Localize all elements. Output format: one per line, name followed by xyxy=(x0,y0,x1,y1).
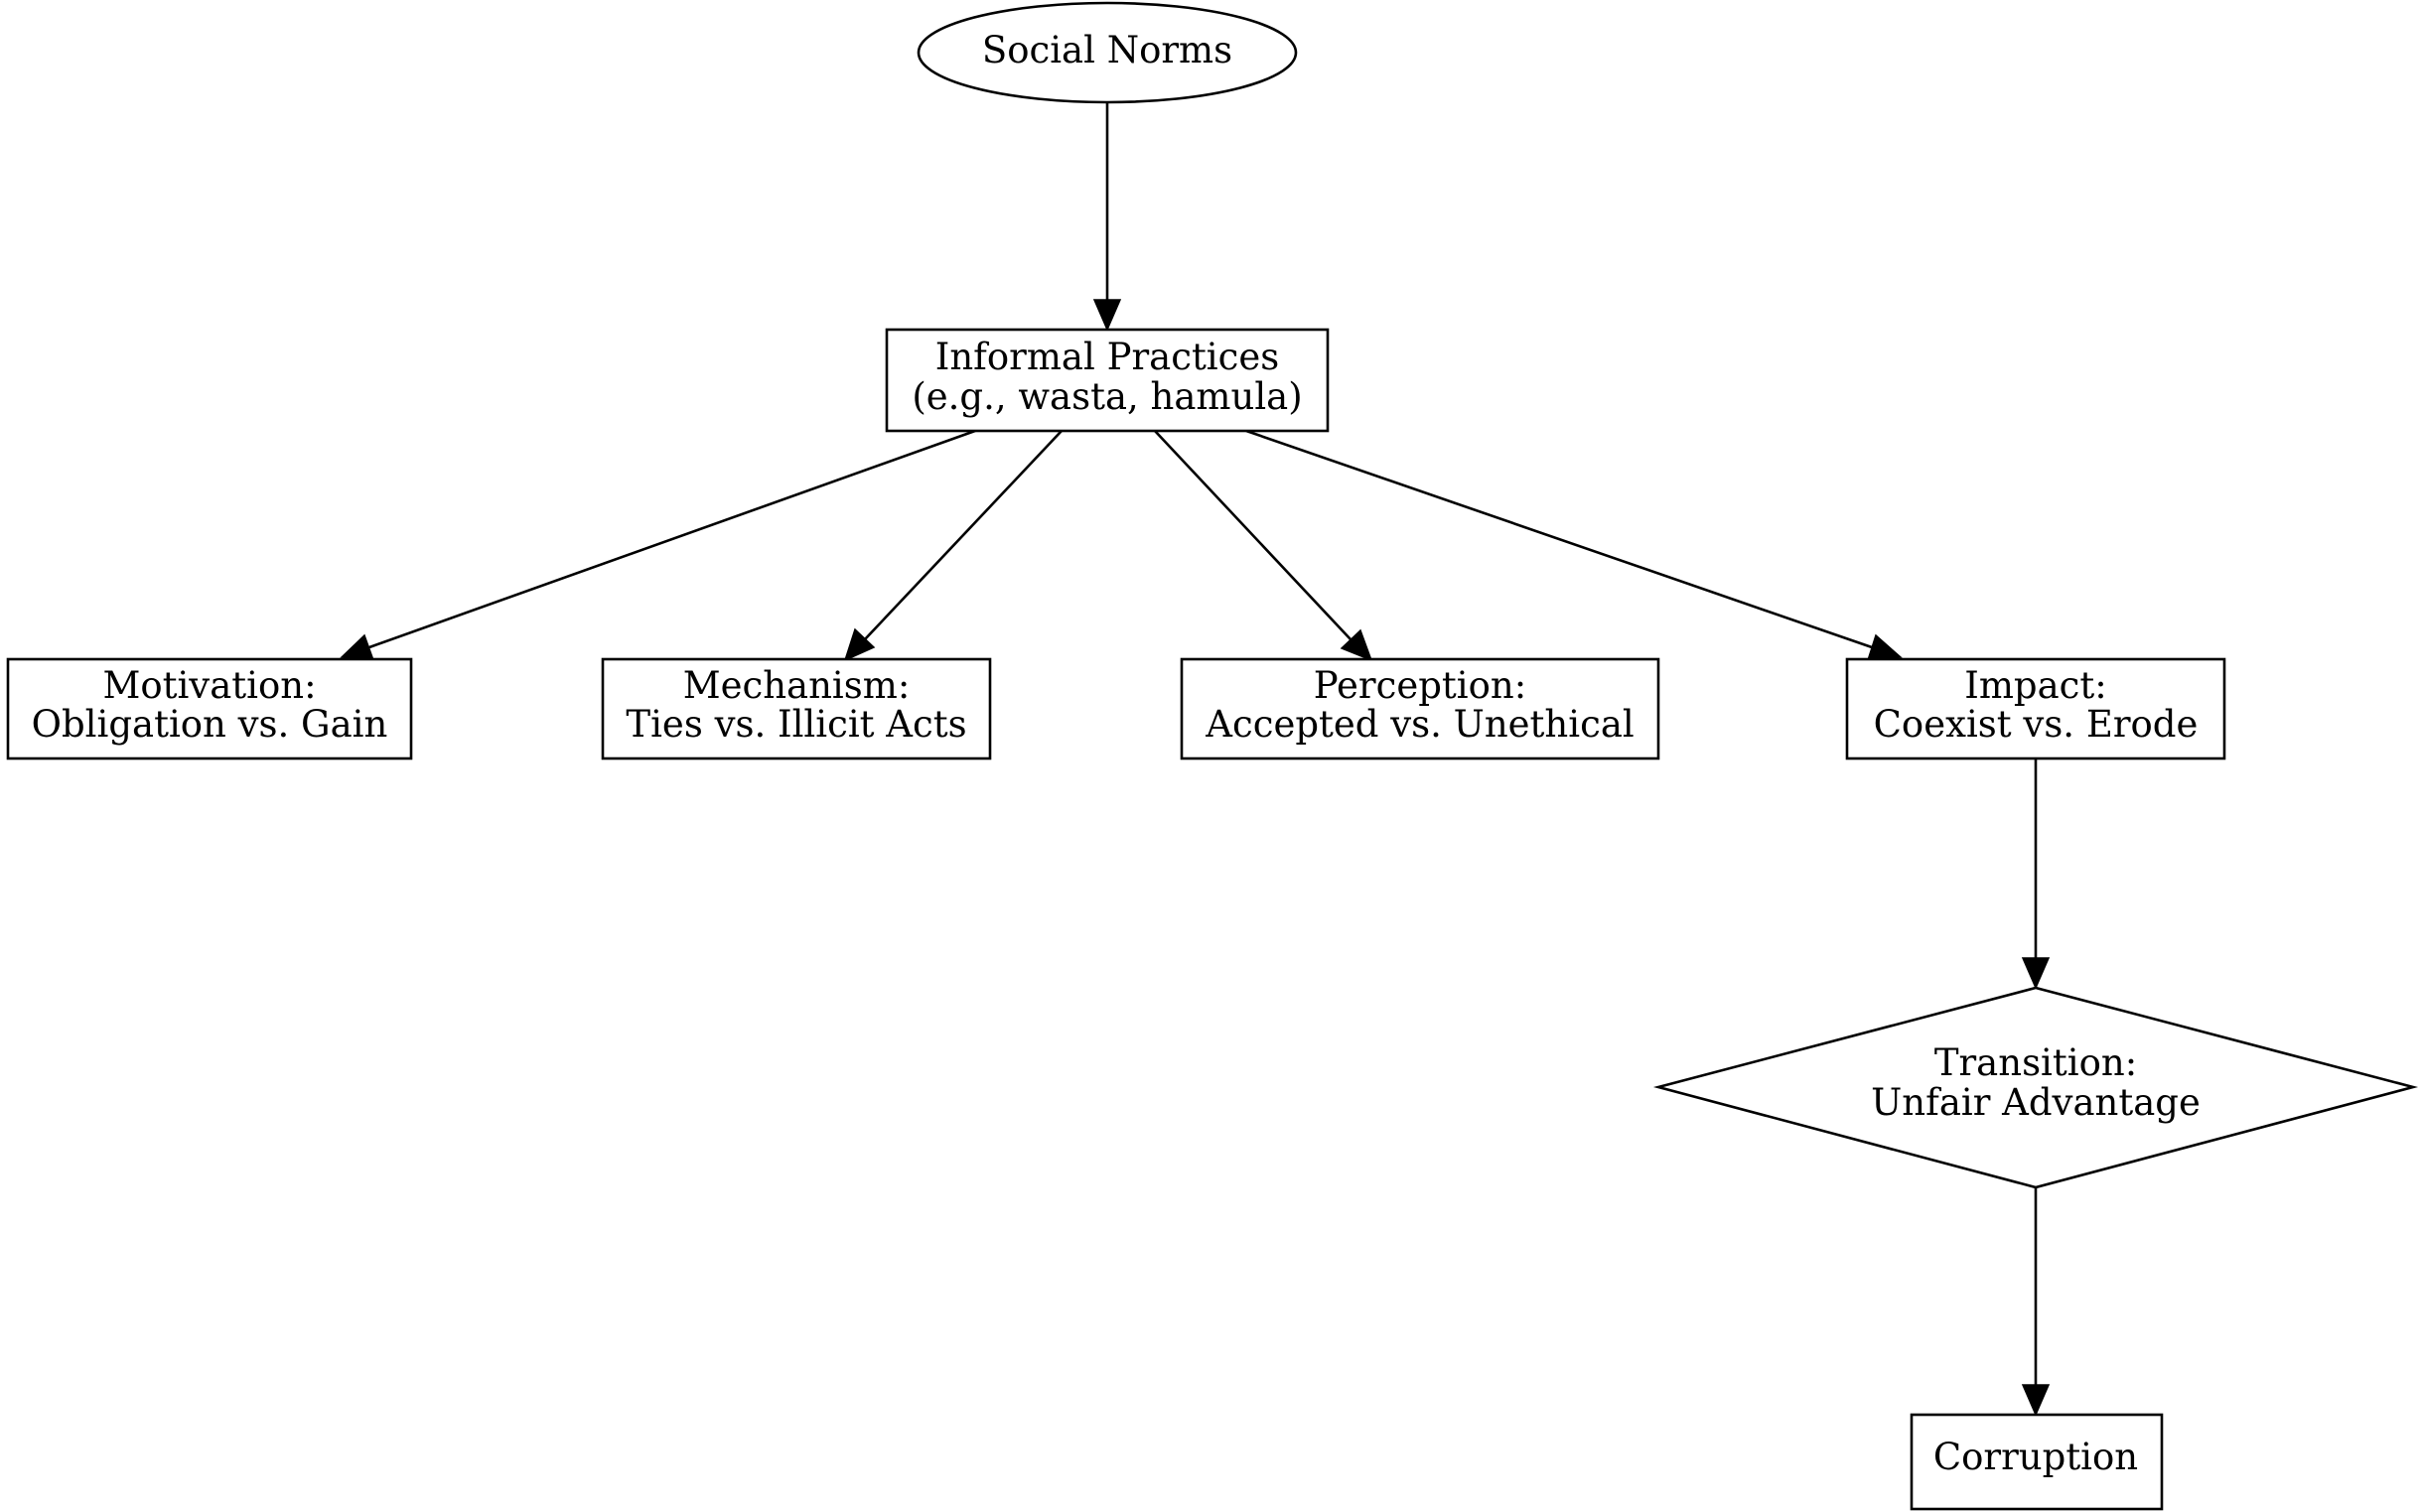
node-social-norms-label: Social Norms xyxy=(982,29,1232,71)
node-motivation-label-line2: Obligation vs. Gain xyxy=(32,703,388,746)
node-impact-label-line1: Impact: xyxy=(1964,664,2107,707)
node-transition-label-line1: Transition: xyxy=(1934,1041,2137,1084)
node-impact-label-line2: Coexist vs. Erode xyxy=(1874,703,2199,746)
node-corruption-label: Corruption xyxy=(1933,1436,2138,1478)
node-perception-label-line2: Accepted vs. Unethical xyxy=(1205,703,1634,746)
node-informal-practices-label-line2: (e.g., wasta, hamula) xyxy=(912,375,1302,418)
node-perception: Perception: Accepted vs. Unethical xyxy=(1180,657,1660,760)
node-motivation-label-line1: Motivation: xyxy=(102,664,316,707)
node-transition: Transition: Unfair Advantage xyxy=(1652,986,2419,1189)
edge-informal-practices-to-motivation xyxy=(340,429,976,661)
edges xyxy=(340,102,2051,1417)
node-informal-practices-label-line1: Informal Practices xyxy=(935,336,1280,378)
node-mechanism-label-line1: Mechanism: xyxy=(683,664,911,707)
node-motivation: Motivation: Obligation vs. Gain xyxy=(6,657,413,760)
edge-transition-to-corruption xyxy=(2021,1187,2051,1417)
node-transition-label-line2: Unfair Advantage xyxy=(1871,1081,2201,1124)
node-mechanism: Mechanism: Ties vs. Illicit Acts xyxy=(601,657,992,760)
node-informal-practices: Informal Practices (e.g., wasta, hamula) xyxy=(885,328,1330,433)
node-mechanism-label-line2: Ties vs. Illicit Acts xyxy=(626,703,966,746)
edge-impact-to-transition xyxy=(2021,758,2051,990)
node-perception-label-line1: Perception: xyxy=(1314,664,1526,707)
node-corruption: Corruption xyxy=(1910,1413,2164,1511)
edge-informal-practices-to-mechanism xyxy=(843,430,1063,662)
edge-informal-practices-to-impact xyxy=(1245,429,1903,661)
node-impact: Impact: Coexist vs. Erode xyxy=(1845,657,2226,760)
node-social-norms: Social Norms xyxy=(917,1,1298,104)
edge-informal-practices-to-perception xyxy=(1154,430,1373,662)
edge-social-norms-to-informal-practices xyxy=(1092,102,1122,332)
